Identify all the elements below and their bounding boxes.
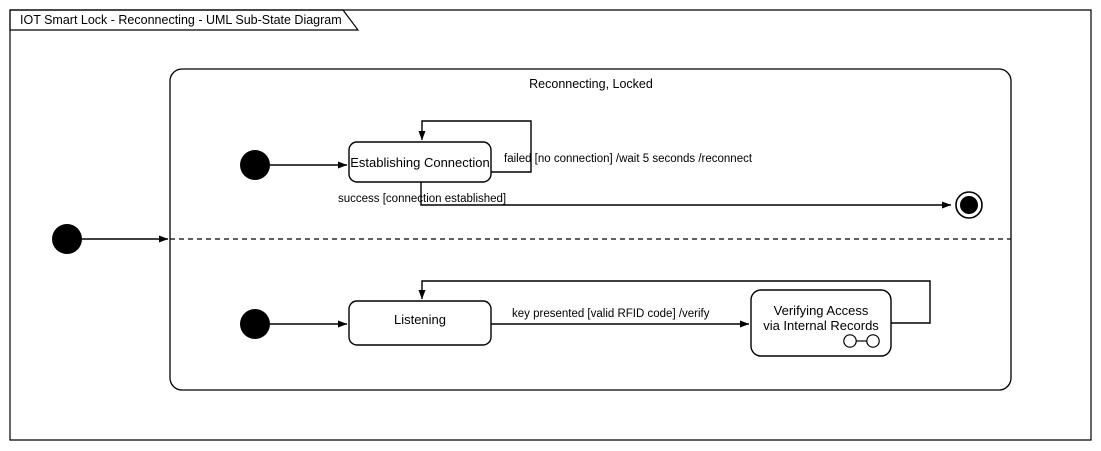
page-frame [9,9,1092,441]
state-label-verifying-access-line1: Verifying Access [774,303,869,318]
edge-label-listening-to-verifying: key presented [valid RFID code] /verify [512,308,710,320]
final-state[interactable] [955,191,983,219]
composite-state-title: Reconnecting, Locked [529,77,653,91]
edge-label-establishing-self-loop: failed [no connection] /wait 5 seconds /… [504,153,753,165]
state-label-establishing-connection: Establishing Connection [350,155,489,170]
outer-initial-state[interactable] [52,224,82,254]
state-label-verifying-access-line2: via Internal Records [763,318,879,333]
initial-state[interactable] [240,150,270,180]
submachine-icon [843,334,880,348]
verifying-to-listening-transition[interactable] [418,280,931,324]
state-label-listening: Listening [394,312,446,327]
edge-label-establishing-to-final: success [connection established] [338,193,506,205]
state-listening[interactable] [348,300,492,346]
title-tab [9,9,360,31]
state-establishing-connection[interactable] [348,141,492,183]
establishing-to-final-transition[interactable] [420,182,952,209]
initial-state-2[interactable] [240,309,270,339]
establishing-self-loop-transition[interactable] [418,120,532,173]
window-title: IOT Smart Lock - Reconnecting - UML Sub-… [20,13,342,27]
